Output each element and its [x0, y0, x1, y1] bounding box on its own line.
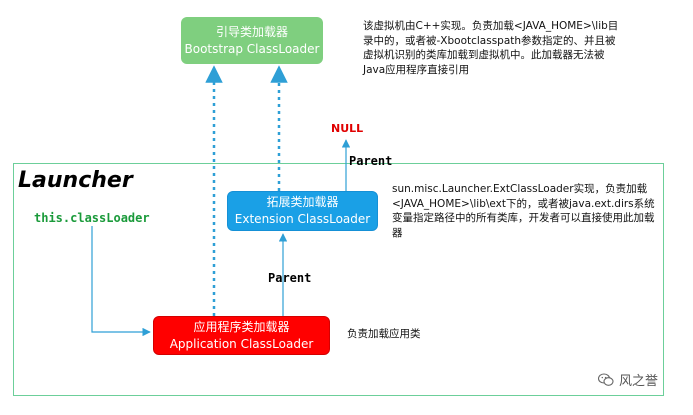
application-en-label: Application ClassLoader: [169, 336, 314, 351]
bootstrap-note: 该虚拟机由C++实现。负责加载<JAVA_HOME>\lib目录中的，或者被-X…: [363, 20, 619, 76]
application-classloader-box: 应用程序类加载器 Application ClassLoader: [153, 316, 330, 355]
parent-label-upper: Parent: [349, 154, 393, 168]
watermark: 风之誉: [598, 370, 658, 389]
parent-label-lower: Parent: [268, 271, 312, 285]
launcher-title: Launcher: [18, 168, 133, 193]
bootstrap-classloader-box: 引导类加载器 Bootstrap ClassLoader: [181, 17, 323, 64]
wechat-icon: [598, 372, 614, 386]
extension-note: sun.misc.Launcher.ExtClassLoader实现，负责加载<…: [392, 183, 655, 239]
launcher-frame: [13, 163, 664, 396]
bootstrap-cn-label: 引导类加载器: [215, 24, 288, 39]
extension-cn-label: 拓展类加载器: [266, 195, 339, 209]
extension-en-label: Extension ClassLoader: [234, 212, 371, 226]
this-classloader-label: this.classLoader: [34, 211, 150, 225]
application-cn-label: 应用程序类加载器: [193, 319, 290, 334]
application-note: 负责加载应用类: [347, 328, 421, 340]
watermark-text: 风之誉: [619, 374, 659, 389]
this-classloader-to-app-arrow: [91, 226, 151, 337]
extension-classloader-box: 拓展类加载器 Extension ClassLoader: [227, 191, 378, 231]
null-label: NULL: [331, 122, 364, 135]
bootstrap-en-label: Bootstrap ClassLoader: [184, 41, 320, 56]
